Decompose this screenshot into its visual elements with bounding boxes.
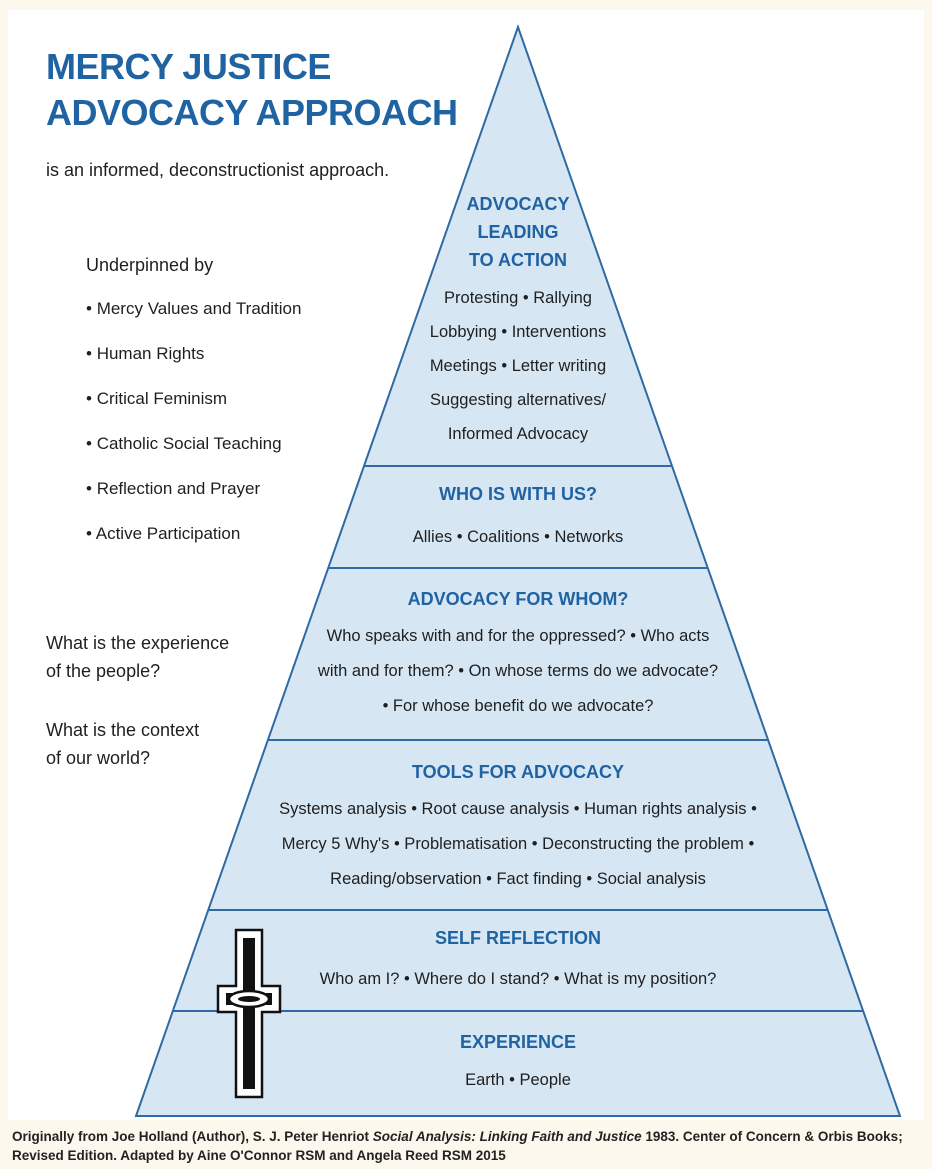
tier-body-line: Who am I? • Where do I stand? • What is … [319, 970, 717, 988]
tier-body-line: Allies • Coalitions • Networks [412, 528, 624, 546]
citation-text: 1983. Center of Concern & Orbis Books; R… [12, 1129, 903, 1163]
citation-footer: Originally from Joe Holland (Author), S.… [12, 1127, 922, 1165]
tier-body-for-whom: Who speaks with and for the oppressed? •… [298, 619, 738, 724]
citation-book-title: Social Analysis: Linking Faith and Justi… [372, 1129, 642, 1144]
question-line: of the people? [46, 661, 161, 681]
page-title: MERCY JUSTICE ADVOCACY APPROACH [46, 44, 458, 136]
tier-body-line: Meetings • Letter writing [429, 357, 607, 375]
tier-heading-experience: EXPERIENCE [459, 1032, 577, 1052]
tier-body-line: Lobbying • Interventions [429, 323, 607, 341]
citation-text: Originally from Joe Holland (Author), S.… [12, 1129, 373, 1144]
list-item: Catholic Social Teaching [86, 430, 301, 475]
tier-body-line: Who speaks with and for the oppressed? •… [326, 627, 710, 645]
question-line: What is the context [46, 720, 200, 740]
tier-body-line: Reading/observation • Fact finding • Soc… [330, 870, 706, 888]
question-line: What is the experience [46, 633, 230, 653]
tier-body-experience: Earth • People [368, 1063, 668, 1098]
tier-body-line: Earth • People [465, 1071, 571, 1089]
tier-body-with-us: Allies • Coalitions • Networks [368, 520, 668, 555]
list-item: Reflection and Prayer [86, 475, 301, 520]
tier-heading-self-reflection: SELF REFLECTION [435, 928, 601, 948]
list-item: Critical Feminism [86, 385, 301, 430]
question-experience: What is the experience of the people? [46, 629, 229, 685]
tier-heading-with-us: WHO IS WITH US? [439, 484, 597, 504]
pyramid-shape [134, 23, 902, 1117]
tier-body-line: with and for them? • On whose terms do w… [317, 662, 719, 680]
tier-body-action: Protesting • Rallying Lobbying • Interve… [368, 281, 668, 451]
tier-body-line: Informed Advocacy [447, 425, 589, 443]
tier-body-self-reflection: Who am I? • Where do I stand? • What is … [298, 962, 738, 997]
list-item: Human Rights [86, 340, 301, 385]
tier-heading-line: LEADING [477, 222, 559, 242]
underpinned-heading: Underpinned by [86, 255, 214, 275]
tier-body-line: Protesting • Rallying [444, 289, 592, 307]
tier-body-line: Systems analysis • Root cause analysis •… [279, 800, 757, 818]
tier-body-line: • For whose benefit do we advocate? [382, 697, 654, 715]
title-line-1: MERCY JUSTICE [46, 46, 331, 87]
question-line: of our world? [46, 748, 151, 768]
tier-heading-for-whom: ADVOCACY FOR WHOM? [407, 589, 629, 609]
subtitle: is an informed, deconstructionist approa… [46, 160, 390, 180]
underpinned-list: Mercy Values and Tradition Human Rights … [86, 295, 302, 565]
tier-heading-tools: TOOLS FOR ADVOCACY [411, 762, 624, 782]
title-line-2: ADVOCACY APPROACH [46, 92, 458, 133]
tier-body-line: Mercy 5 Why's • Problematisation • Decon… [281, 835, 755, 853]
list-item: Active Participation [86, 520, 301, 565]
question-context: What is the context of our world? [46, 716, 199, 772]
tier-body-line: Suggesting alternatives/ [429, 391, 607, 409]
tier-body-tools: Systems analysis • Root cause analysis •… [248, 792, 788, 897]
tier-heading-action: ADVOCACY LEADING TO ACTION [418, 190, 618, 274]
mercy-cross-icon [216, 928, 282, 1099]
tier-heading-line: TO ACTION [469, 250, 567, 270]
list-item: Mercy Values and Tradition [86, 295, 302, 340]
tier-heading-line: ADVOCACY [466, 194, 570, 214]
